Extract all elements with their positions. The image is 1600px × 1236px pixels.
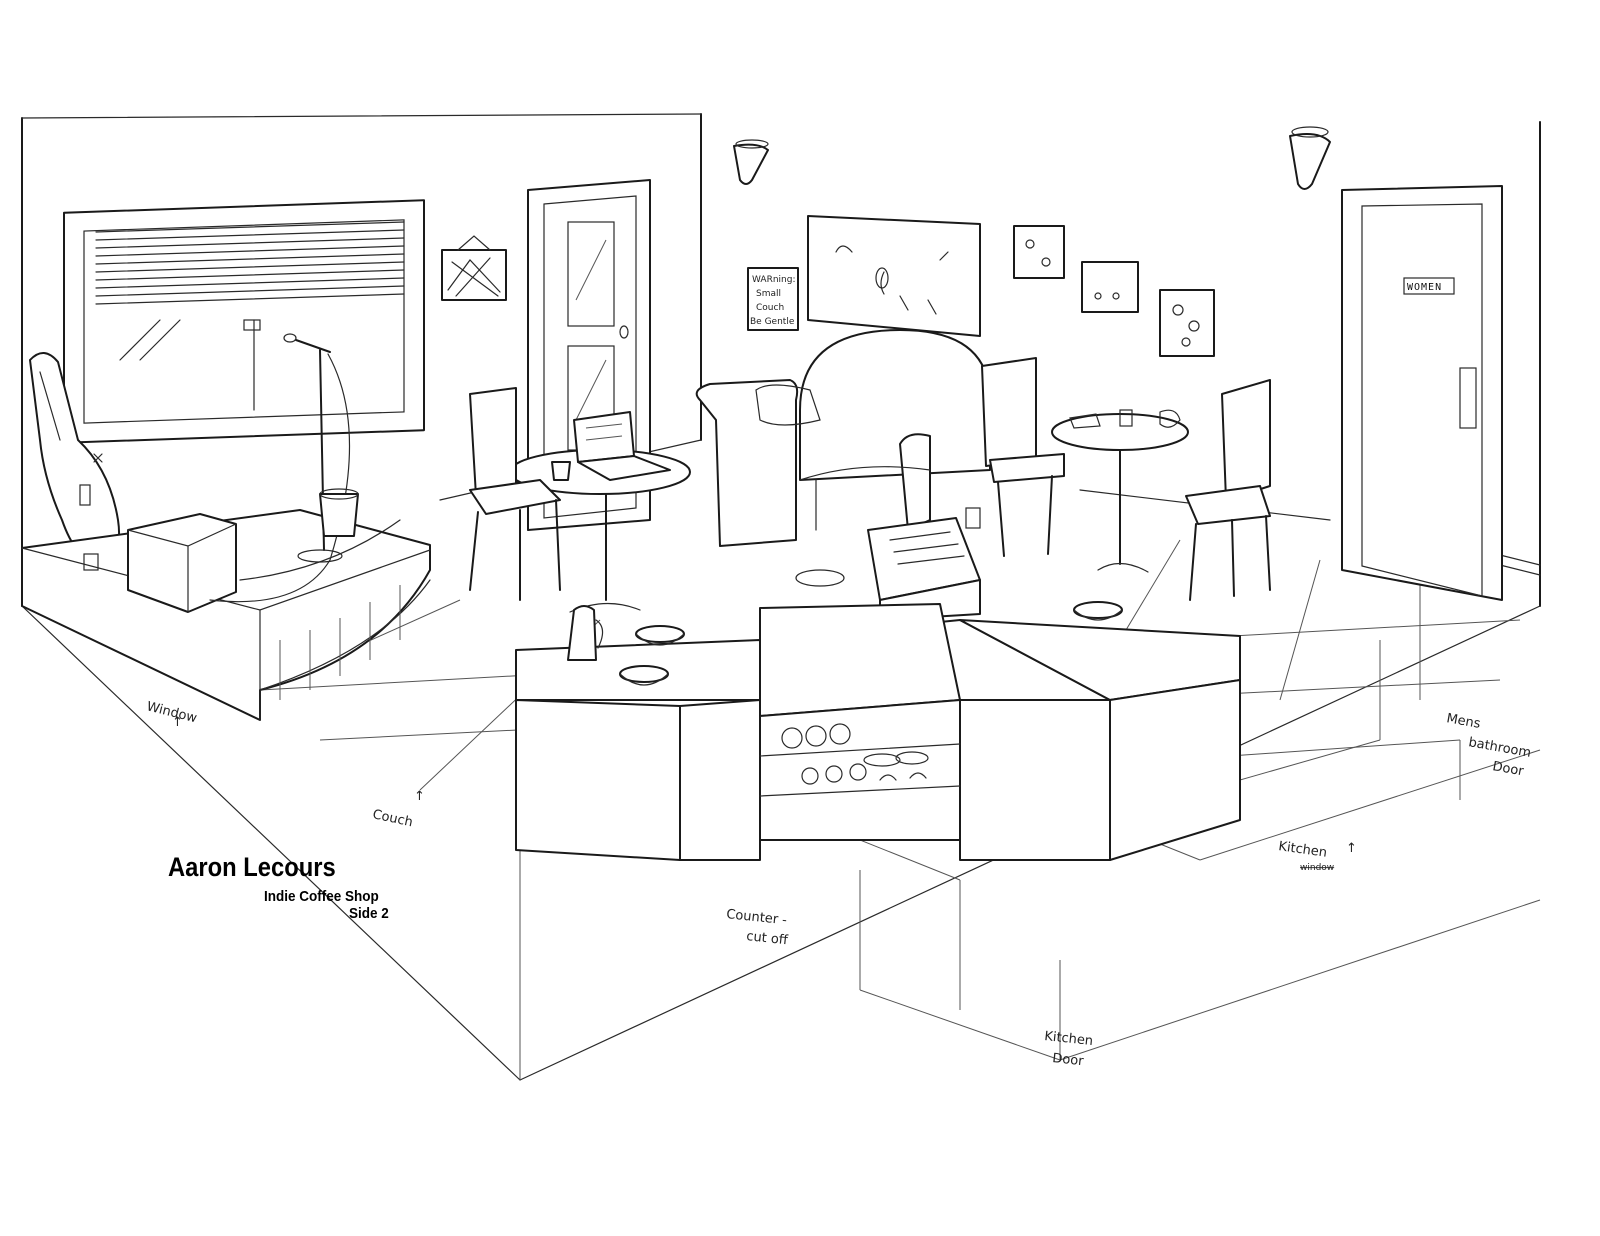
laptop [573, 411, 671, 481]
womens-bathroom-door: WOMEN [1341, 185, 1503, 601]
annotation-kitchen-window: Kitchen [1277, 839, 1327, 861]
cash-register [867, 507, 981, 621]
annotation-mens-2: bathroom [1467, 735, 1532, 761]
wall-art-center [807, 215, 981, 337]
warning-sign-line2: Small [756, 289, 781, 299]
mug-left [551, 461, 571, 481]
annotation-mens-1: Mens [1445, 711, 1482, 732]
bowl-right [1073, 601, 1123, 621]
annotation-mens-3: Door [1491, 759, 1525, 779]
wall-art-small-1 [1013, 225, 1065, 279]
annotation-kitchen-door-2: Door [1052, 1051, 1085, 1069]
right-table [1051, 409, 1189, 573]
warning-sign-line4: Be Gentle [750, 317, 795, 327]
arrow-up-icon: ↑ [172, 715, 183, 730]
artwork-title: Indie Coffee Shop [264, 888, 379, 905]
women-sign: WOMEN [1407, 282, 1442, 293]
window-blinds [95, 221, 405, 305]
wall-lamp-right [1289, 126, 1331, 190]
window [63, 199, 425, 444]
artist-name: Aaron Lecours [168, 852, 336, 882]
annotation-kitchen-window-sub: window [1300, 863, 1334, 873]
couch [695, 329, 991, 547]
arrow-up-icon: ↑ [414, 789, 425, 804]
annotation-couch: Couch [371, 807, 414, 830]
plate [795, 569, 845, 587]
annotation-counter-1: Counter - [726, 907, 788, 928]
pastry-case [759, 603, 961, 841]
artist-credit: Aaron Lecours Indie Coffee Shop Side 2 [168, 852, 389, 922]
artwork-subtitle: Side 2 [349, 905, 389, 922]
bucket [319, 488, 359, 537]
wall-art-small-2 [1081, 261, 1139, 313]
wall-lamp-left [733, 139, 769, 185]
wall-art-left [441, 235, 507, 301]
bowl-bottom [619, 665, 669, 686]
warning-sign-line1: WARning: [752, 275, 795, 285]
chair-left [469, 387, 561, 601]
wall-art-small-3 [1159, 289, 1215, 357]
chair-right [1185, 379, 1271, 601]
bowl-top [635, 625, 685, 646]
annotation-counter-2: cut off [746, 929, 790, 948]
arrow-up-icon: ↑ [1346, 841, 1357, 856]
warning-sign-line3: Couch [756, 303, 784, 313]
coffee-pot [567, 605, 604, 661]
warning-sign: WARning: Small Couch Be Gentle [747, 267, 799, 331]
amplifier [83, 513, 237, 613]
annotation-kitchen-door-1: Kitchen [1044, 1029, 1094, 1049]
chair-middle [981, 357, 1065, 557]
